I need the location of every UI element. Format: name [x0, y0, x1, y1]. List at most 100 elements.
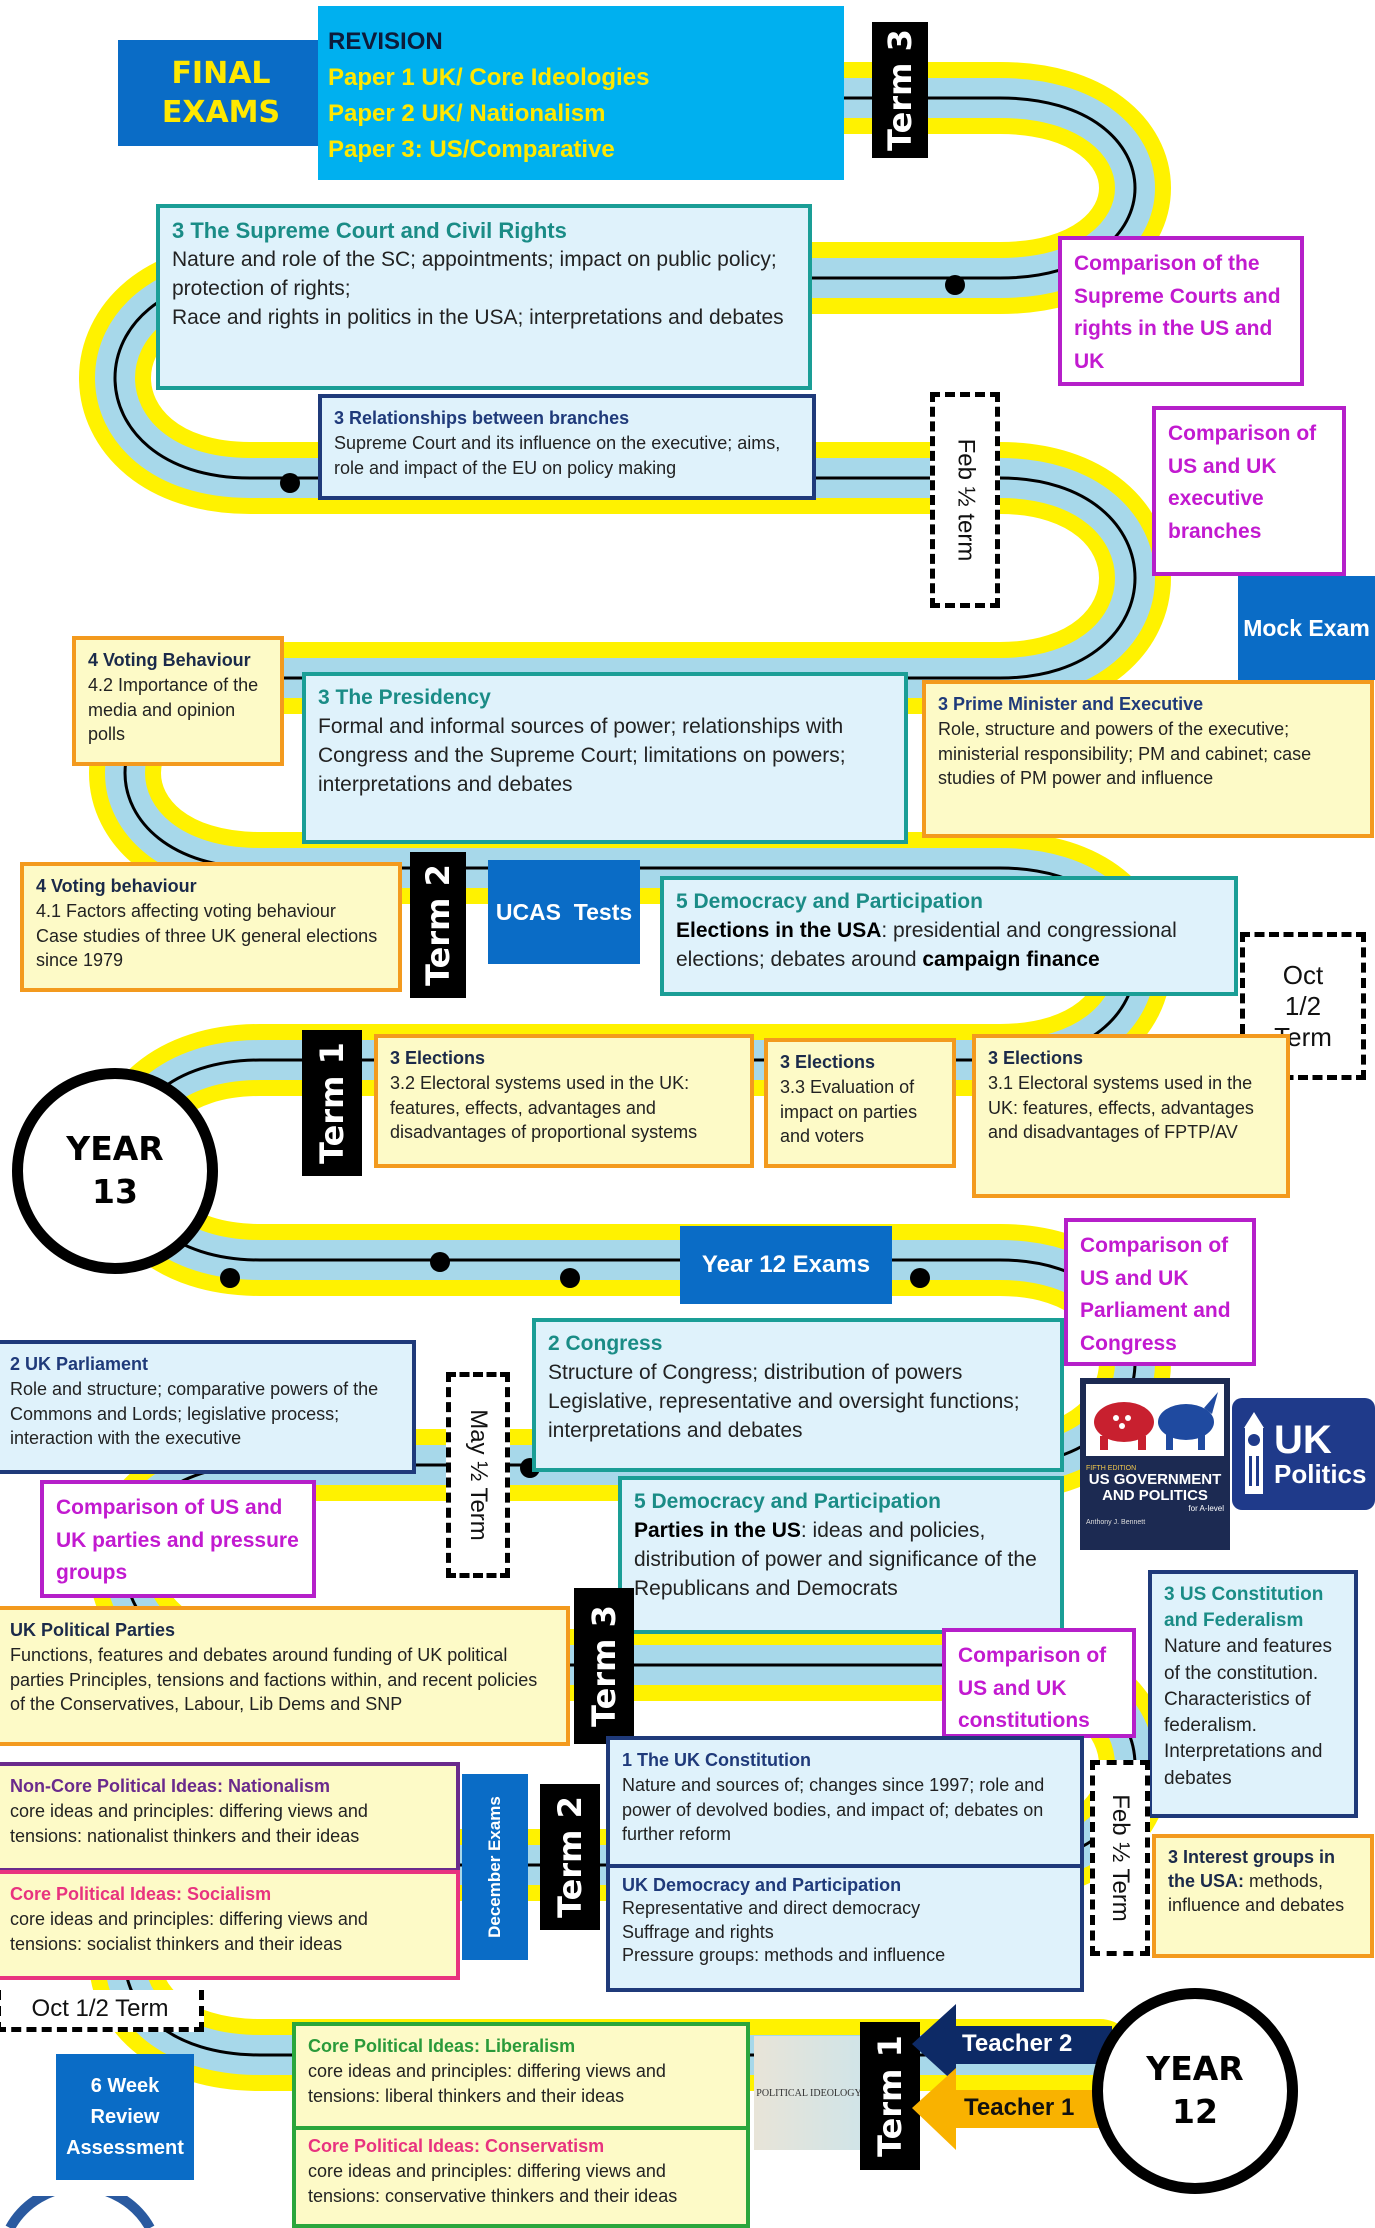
conservatism-box: Core Political Ideas: Conservatism core … — [292, 2126, 750, 2228]
december-exams-label: December Exams — [462, 1774, 528, 1960]
presidency-title: 3 The Presidency — [318, 686, 491, 709]
elections-31-box: 3 Elections 3.1 Electoral systems used i… — [972, 1034, 1290, 1198]
oct-half-term-y13: Oct 1/2 Term — [1240, 932, 1366, 1080]
pm-exec-title: 3 Prime Minister and Executive — [938, 694, 1204, 714]
final-exams-label: FINAL EXAMS — [118, 40, 324, 146]
elections-32-box: 3 Elections 3.2 Electoral systems used i… — [374, 1034, 754, 1168]
conservatism-title: Core Political Ideas: Conservatism — [308, 2136, 605, 2156]
uk-politics-logo: UK Politics — [1232, 1398, 1375, 1510]
final-exams-line1: FINAL — [171, 56, 271, 91]
elections-33-box: 3 Elections 3.3 Evaluation of impact on … — [764, 1038, 956, 1168]
uk-constitution-box: 1 The UK Constitution Nature and sources… — [606, 1736, 1084, 1868]
nationalism-title: Non-Core Political Ideas: Nationalism — [10, 1776, 331, 1796]
term2-y12: Term 2 — [540, 1784, 600, 1930]
socialism-title: Core Political Ideas: Socialism — [10, 1884, 272, 1904]
congress-body1: Structure of Congress; distribution of p… — [548, 1360, 963, 1384]
elections-32-title: 3 Elections — [390, 1048, 486, 1068]
us-constitution-box: 3 US Constitution and Federalism Nature … — [1148, 1570, 1358, 1818]
feb-half-term-y12: Feb ½ Term — [1090, 1760, 1150, 1956]
may-half-term-y12: May ½ Term — [446, 1372, 510, 1578]
democracy-parties-box: 5 Democracy and Participation Parties in… — [618, 1476, 1064, 1634]
elections-31-body: 3.1 Electoral systems used in the UK: fe… — [988, 1072, 1254, 1143]
branches-box: 3 Relationships between branches Supreme… — [318, 394, 816, 500]
textbook-subtitle: for A-level — [1188, 1503, 1224, 1513]
uk-parties-title: UK Political Parties — [10, 1620, 176, 1640]
year12-exams-label: Year 12 Exams — [680, 1226, 892, 1304]
uk-parties-body: Functions, features and debates around f… — [10, 1644, 538, 1715]
comparison-constitutions-box: Comparison of US and UK constitutions — [942, 1628, 1136, 1738]
us-gov-politics-textbook: FIFTH EDITION US GOVERNMENT AND POLITICS… — [1080, 1378, 1230, 1550]
presidency-body: Formal and informal sources of power; re… — [318, 714, 846, 796]
branches-title: 3 Relationships between branches — [334, 408, 630, 428]
elections-32-body: 3.2 Electoral systems used in the UK: fe… — [390, 1072, 698, 1143]
revision-paper3: Paper 3: US/Comparative — [328, 136, 615, 163]
presidency-box: 3 The Presidency Formal and informal sou… — [302, 672, 908, 844]
political-ideology-text: POLITICAL IDEOLOGY — [756, 2087, 862, 2099]
uk-democracy-title: UK Democracy and Participation — [622, 1875, 902, 1895]
comparison-exec-box: Comparison of US and UK executive branch… — [1152, 406, 1346, 576]
nationalism-box: Non-Core Political Ideas: Nationalism co… — [0, 1762, 460, 1872]
democracy-us-body: Elections in the USA: presidential and c… — [676, 918, 1177, 971]
uk-democracy-body1: Representative and direct democracy — [622, 1898, 921, 1919]
comparison-constitutions-text: Comparison of US and UK constitutions — [958, 1644, 1107, 1733]
revision-box: REVISION Paper 1 UK/ Core Ideologies Pap… — [318, 6, 844, 180]
elephant-donkey-icon — [1086, 1384, 1224, 1456]
comparison-parties-box: Comparison of US and UK parties and pres… — [40, 1480, 316, 1598]
uk-politics-logo-politics: Politics — [1274, 1459, 1367, 1490]
democracy-parties-body: Parties in the US: ideas and policies, d… — [634, 1518, 1037, 1600]
congress-box: 2 Congress Structure of Congress; distri… — [532, 1318, 1064, 1472]
congress-body2: Legislative, representative and oversigh… — [548, 1389, 1020, 1442]
mock-exam-label: Mock Exam — [1238, 576, 1375, 680]
voting-41-box: 4 Voting behaviour 4.1 Factors affecting… — [20, 862, 402, 992]
feb-half-term-y13: Feb ½ term — [930, 392, 1000, 608]
uk-constitution-title: 1 The UK Constitution — [622, 1750, 811, 1770]
elections-33-body: 3.3 Evaluation of impact on parties and … — [780, 1076, 918, 1147]
uk-parliament-box: 2 UK Parliament Role and structure; comp… — [0, 1340, 416, 1474]
revision-paper1: Paper 1 UK/ Core Ideologies — [328, 64, 650, 91]
voting-41-body1: 4.1 Factors affecting voting behaviour — [36, 900, 336, 921]
final-exams-line2: EXAMS — [161, 95, 281, 130]
nationalism-body: core ideas and principles: differing vie… — [10, 1800, 368, 1846]
liberalism-title: Core Political Ideas: Liberalism — [308, 2036, 576, 2056]
teacher2-arrow — [912, 2004, 1112, 2084]
pm-exec-box: 3 Prime Minister and Executive Role, str… — [922, 680, 1374, 838]
uk-democracy-body2: Suffrage and rights — [622, 1921, 774, 1942]
comparison-parliament-box: Comparison of US and UK Parliament and C… — [1064, 1218, 1256, 1366]
oct-half-term-y12: Oct 1/2 Term — [0, 1990, 204, 2032]
revision-title: REVISION — [328, 28, 443, 55]
ucas-tests-label: UCAS Tests — [488, 860, 640, 964]
political-ideology-image: POLITICAL IDEOLOGY — [754, 2036, 864, 2150]
term3-y12: Term 3 — [574, 1588, 634, 1744]
teacher1-label: Teacher 1 — [964, 2094, 1075, 2121]
revision-paper2: Paper 2 UK/ Nationalism — [328, 100, 606, 127]
teacher-arrows — [912, 2004, 1112, 2150]
democracy-us-box: 5 Democracy and Participation Elections … — [660, 876, 1238, 996]
supreme-court-title: 3 The Supreme Court and Civil Rights — [172, 218, 567, 243]
interest-groups-text: 3 Interest groups in the USA: methods, i… — [1168, 1847, 1345, 1915]
supreme-court-body1: Nature and role of the SC; appointments;… — [172, 248, 777, 301]
liberalism-box: Core Political Ideas: Liberalism core id… — [292, 2022, 750, 2136]
term2-y13: Term 2 — [410, 852, 466, 998]
comparison-parliament-text: Comparison of US and UK Parliament and C… — [1080, 1234, 1231, 1355]
comparison-courts-text: Comparison of the Supreme Courts and rig… — [1074, 252, 1281, 373]
democracy-parties-title: 5 Democracy and Participation — [634, 1490, 941, 1513]
term1-y12: Term 1 — [860, 2022, 920, 2170]
uk-parliament-title: 2 UK Parliament — [10, 1354, 149, 1374]
voting-42-body: 4.2 Importance of the media and opinion … — [88, 674, 259, 745]
supreme-court-body2: Race and rights in politics in the USA; … — [172, 306, 784, 330]
partial-logo-arc — [5, 2196, 155, 2228]
elections-31-title: 3 Elections — [988, 1048, 1084, 1068]
uk-parties-box: UK Political Parties Functions, features… — [0, 1606, 570, 1746]
interest-groups-box: 3 Interest groups in the USA: methods, i… — [1152, 1834, 1374, 1958]
congress-title: 2 Congress — [548, 1332, 663, 1355]
textbook-author: Anthony J. Bennett — [1086, 1518, 1146, 1526]
term1-y13: Term 1 — [302, 1030, 362, 1176]
us-constitution-body: Nature and features of the constitution.… — [1164, 1636, 1332, 1789]
uk-constitution-body: Nature and sources of; changes since 199… — [622, 1774, 1045, 1845]
uk-democracy-box: UK Democracy and Participation Represent… — [606, 1864, 1084, 1992]
us-constitution-title: 3 US Constitution and Federalism — [1164, 1584, 1324, 1632]
uk-parliament-body: Role and structure; comparative powers o… — [10, 1378, 379, 1449]
voting-41-body2: Case studies of three UK general electio… — [36, 925, 378, 971]
pm-exec-body: Role, structure and powers of the execut… — [938, 718, 1312, 789]
